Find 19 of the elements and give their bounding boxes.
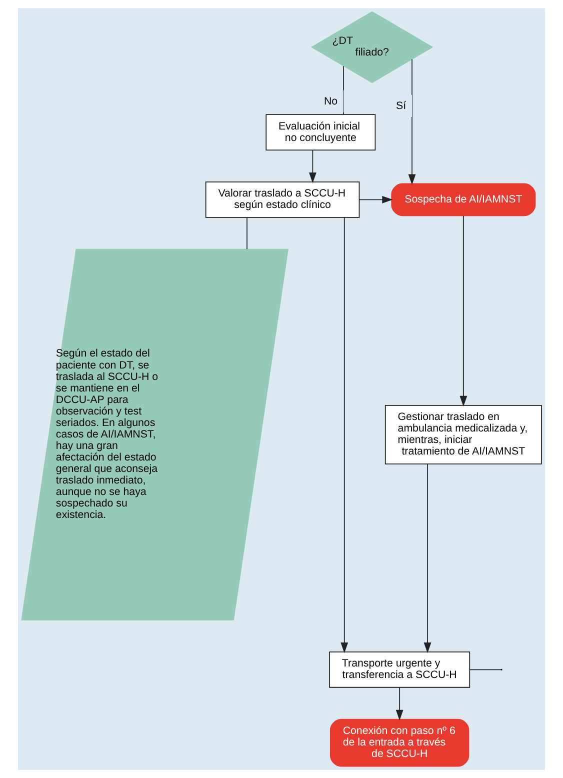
edge-label: Sí [396, 100, 406, 112]
node-box: Conexión con paso nº 6 de la entrada a través de SCCU-H [330, 718, 470, 767]
connector [246, 217, 248, 250]
arrow [340, 217, 348, 654]
arrow [396, 687, 404, 720]
arrow [424, 464, 432, 654]
node-box: Evaluación inicial no concluyente [266, 114, 376, 150]
node-box: Transporte urgente y transferencia a SCCU-H [329, 651, 470, 688]
node-box: Valorar traslado a SCCU-H según estado clínico [205, 182, 360, 218]
edge-label: No [324, 95, 338, 108]
arrow [408, 58, 416, 185]
connector [469, 669, 502, 670]
node-diamond: ¿DT filiado? [310, 11, 434, 84]
node-box: Gestionar traslado en ambulancia medicalizada y, mientras, iniciar tratamiento de AI/IAMNST [384, 404, 542, 464]
arrow [460, 215, 468, 407]
arrow [308, 150, 316, 184]
arrow [358, 196, 393, 204]
connector [343, 66, 344, 115]
node-box: Sospecha de AI/IAMNST [391, 183, 536, 216]
